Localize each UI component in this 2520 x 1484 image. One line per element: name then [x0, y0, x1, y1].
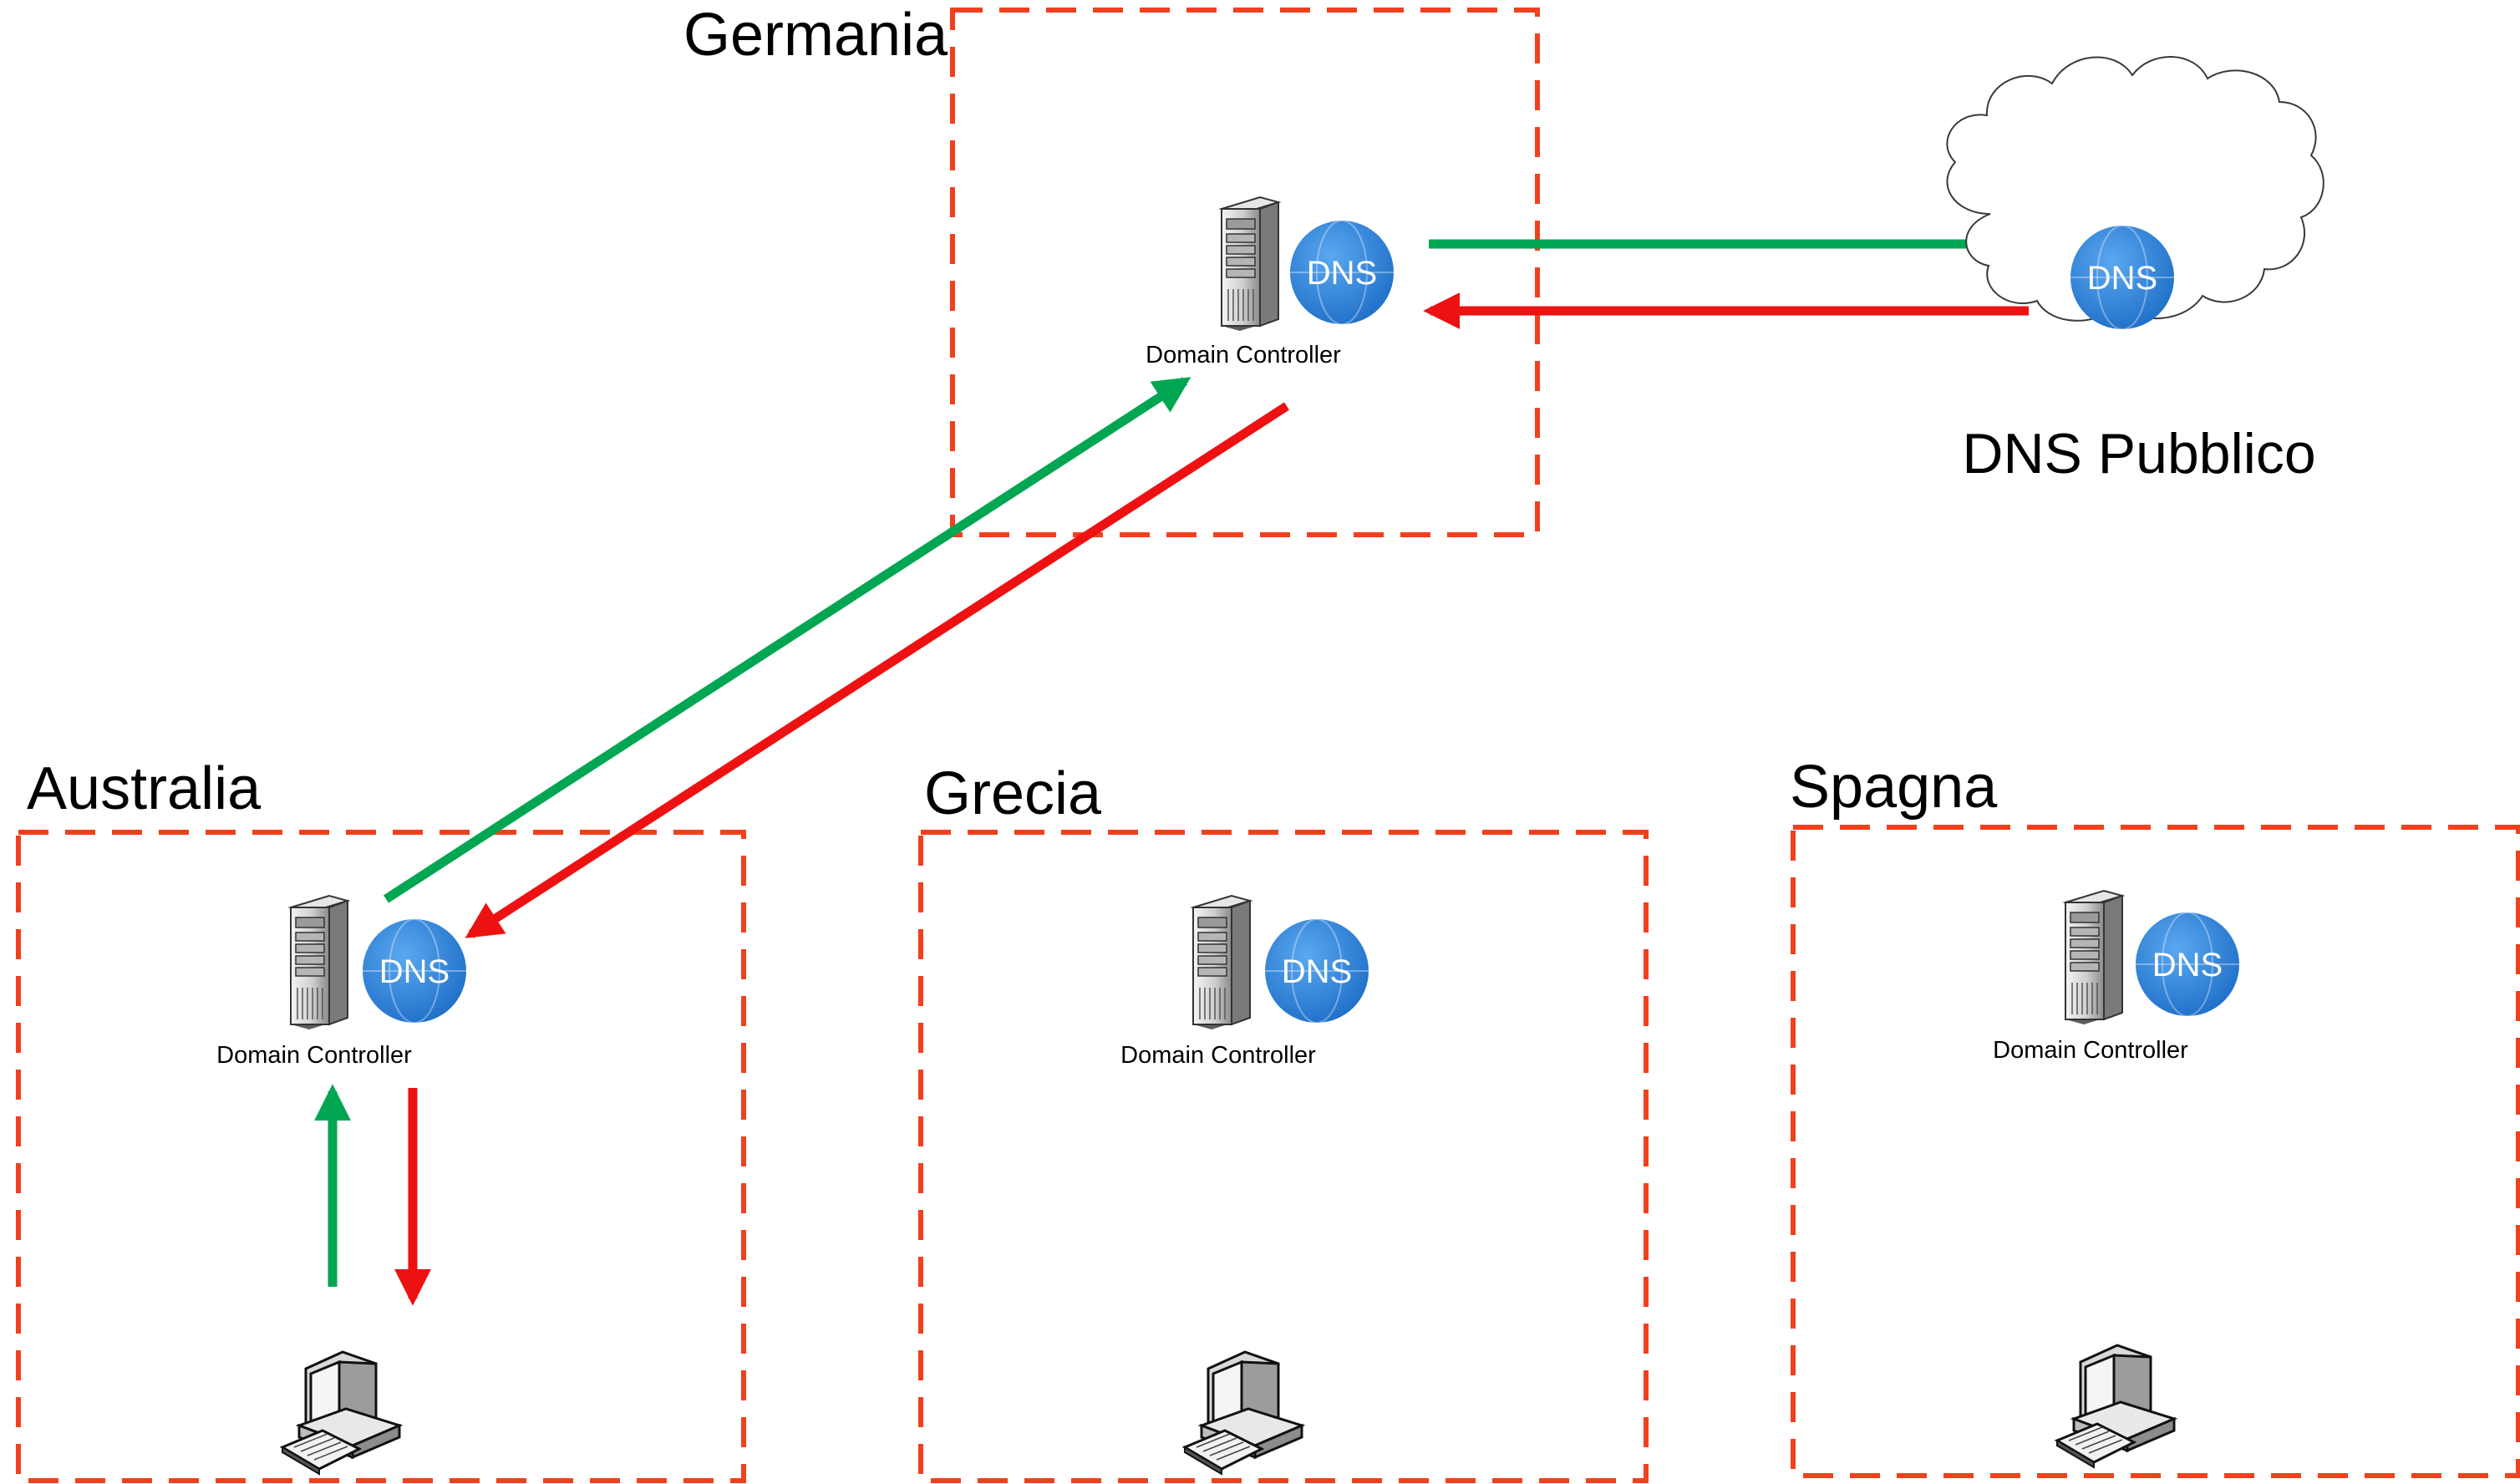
desktop-computer-icon — [1183, 1350, 1303, 1476]
region-box-germania — [950, 8, 1540, 537]
arrow-australia-to-germania — [384, 377, 1191, 903]
server-label-australia: Domain Controller — [216, 1042, 412, 1069]
dns-globe-icon: DNS — [1265, 918, 1369, 1024]
server-label-grecia: Domain Controller — [1120, 1042, 1316, 1069]
public-dns-node: DNS DNS Pubblico — [1946, 56, 2324, 485]
svg-text:DNS: DNS — [1307, 255, 1377, 292]
arrow-germania-to-australia — [465, 402, 1289, 938]
public-dns-label: DNS Pubblico — [1962, 422, 2315, 485]
node-australia: DNS Domain Controller — [216, 895, 466, 1476]
svg-text:DNS: DNS — [379, 953, 450, 990]
svg-text:DNS: DNS — [2152, 947, 2223, 983]
region-title-spagna: Spagna — [1790, 754, 1998, 821]
region-title-germania: Germania — [683, 2, 948, 69]
node-spagna: DNS Domain Controller — [1993, 890, 2239, 1469]
svg-text:DNS: DNS — [2087, 260, 2157, 297]
cloud-icon — [1946, 56, 2324, 322]
server-label-germania: Domain Controller — [1146, 342, 1341, 368]
node-germania: DNS Domain Controller — [1146, 196, 1394, 368]
server-tower-icon — [1221, 196, 1279, 332]
region-box-australia — [16, 830, 746, 1483]
dns-globe-icon: DNS — [2070, 225, 2174, 330]
node-grecia: DNS Domain Controller — [1120, 895, 1369, 1476]
dns-globe-icon: DNS — [2136, 912, 2239, 1017]
dns-globe-icon: DNS — [363, 918, 466, 1024]
server-tower-icon — [2065, 890, 2123, 1025]
region-box-grecia — [918, 830, 1649, 1483]
svg-text:DNS: DNS — [1282, 953, 1352, 990]
server-tower-icon — [1192, 895, 1251, 1030]
region-title-australia: Australia — [27, 755, 262, 822]
desktop-computer-icon — [2055, 1344, 2176, 1469]
region-title-grecia: Grecia — [924, 760, 1102, 827]
desktop-computer-icon — [281, 1350, 401, 1476]
dns-globe-icon: DNS — [1290, 220, 1394, 325]
server-label-spagna: Domain Controller — [1993, 1037, 2188, 1064]
region-box-spagna — [1791, 825, 2520, 1478]
server-tower-icon — [290, 895, 348, 1030]
